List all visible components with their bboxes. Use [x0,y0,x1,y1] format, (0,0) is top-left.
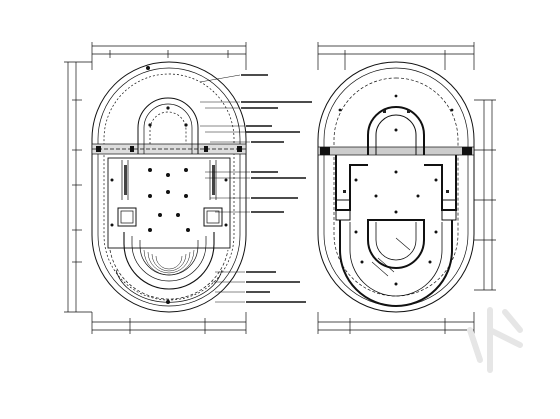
right-cross-beam [317,146,475,156]
left-bottom-dimension-lines [91,312,247,334]
left-side-dimension-lines [64,61,92,313]
watermark-logo [467,307,523,373]
right-light-fixtures [338,94,454,286]
right-top-dimension-lines [317,42,475,70]
left-floor-plan [64,42,312,334]
left-outer-wall [91,61,247,313]
right-outer-wall [317,61,475,313]
left-annotation-labels [241,74,312,303]
left-stage-curve [123,232,215,290]
left-light-fixtures [110,66,228,304]
left-room-a [117,207,137,227]
right-ceiling-plan [317,42,496,334]
left-annotation-leaders [199,74,250,303]
right-side-dimension-lines [474,99,496,291]
left-cross-beam [91,143,247,155]
right-bottom-dimension-lines [317,312,475,334]
right-inner-lower-loop [339,220,453,307]
right-inner-top-loop [367,106,425,155]
left-inner-top-loop [137,97,199,154]
left-room-b [203,207,223,227]
left-top-dimension-lines [91,42,247,70]
